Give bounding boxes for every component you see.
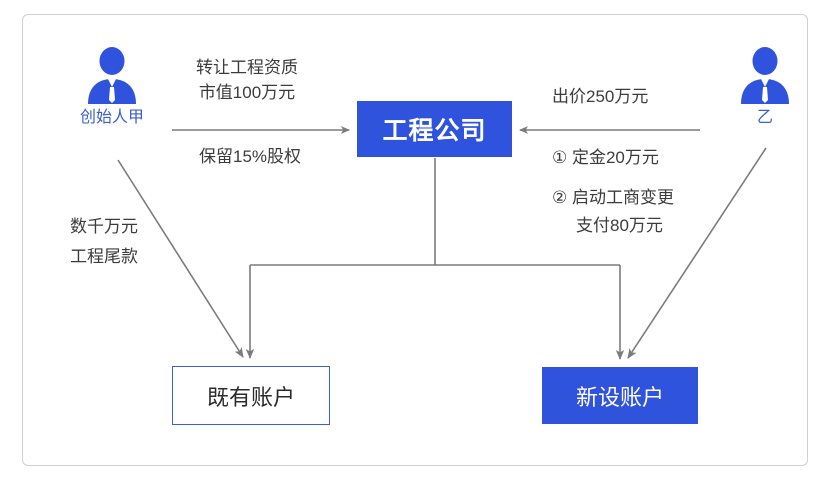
edge-label-transfer-line2: 市值100万元 <box>198 83 296 102</box>
node-company: 工程公司 <box>357 101 512 157</box>
node-founder-label: 创始人甲 <box>79 109 144 126</box>
node-new-account: 新设账户 <box>542 367 698 424</box>
edge-buyer-to-new-account <box>627 147 767 359</box>
edge-label-step2-line2: 支付80万元 <box>576 216 663 235</box>
node-buyer: 乙 <box>710 46 820 128</box>
node-existing-account: 既有账户 <box>172 366 330 425</box>
edge-label-offer: 出价250万元 <box>552 87 649 106</box>
edge-label-equity: 保留15%股权 <box>199 147 302 166</box>
node-founder: 创始人甲 <box>57 46 167 128</box>
person-icon <box>741 47 789 104</box>
edge-label-step2-line1: ② 启动工商变更 <box>552 188 674 207</box>
edge-label-transfer-line1: 转让工程资质 <box>196 58 298 77</box>
edge-label-step1: ① 定金20万元 <box>552 148 659 167</box>
edge-label-transfer: 转让工程资质 市值100万元 <box>196 55 298 105</box>
node-buyer-label: 乙 <box>756 109 773 126</box>
edge-label-payment-steps: ① 定金20万元 ② 启动工商变更 支付80万元 <box>552 144 674 240</box>
person-icon <box>88 47 136 104</box>
edge-label-tail-line1: 数千万元 <box>70 217 138 236</box>
edge-label-tail-line2: 工程尾款 <box>70 247 138 266</box>
edge-founder-to-existing-account <box>117 159 244 358</box>
edge-label-tail-payment: 数千万元 工程尾款 <box>70 212 138 272</box>
